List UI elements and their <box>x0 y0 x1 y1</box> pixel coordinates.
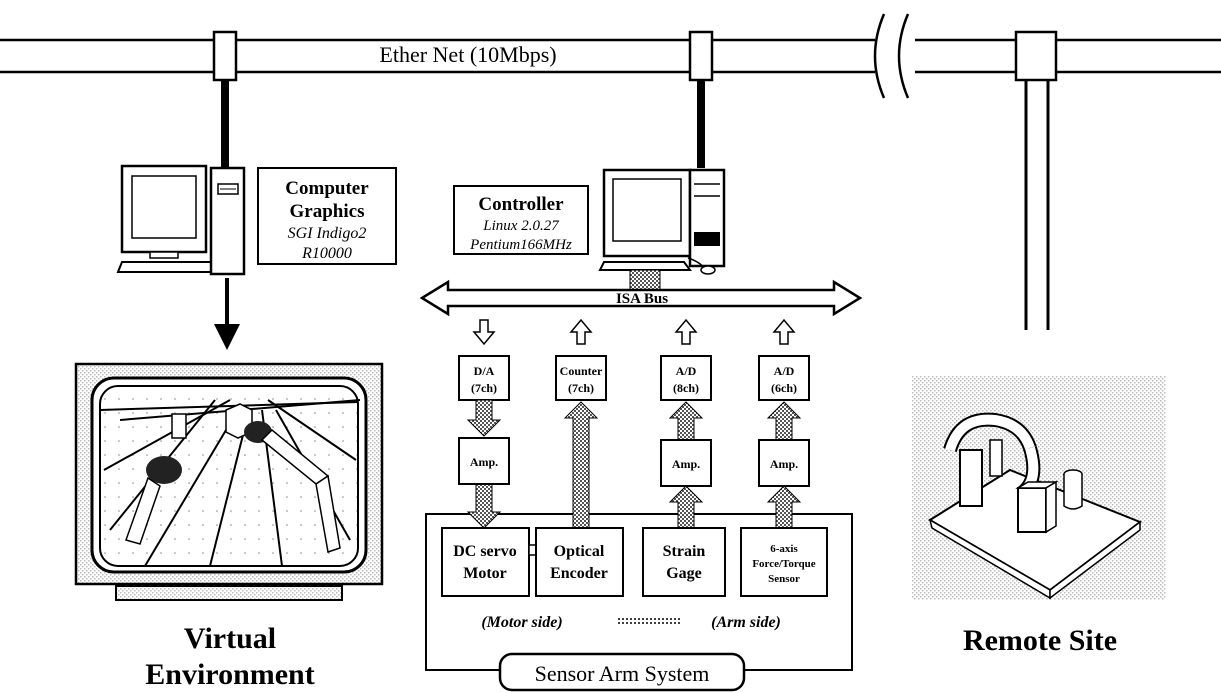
amp-motor-label: Amp. <box>470 455 498 469</box>
isa-bus-label: ISA Bus <box>616 291 668 307</box>
board-da-line2: (7ch) <box>471 381 497 395</box>
virtual-environment-monitor <box>74 362 384 601</box>
device-encoder-line2: Encoder <box>550 565 608 582</box>
arrow-ad6-to-bus <box>772 318 796 345</box>
graphics-title-2: Graphics <box>290 201 365 222</box>
board-ad8-line2: (8ch) <box>673 381 699 395</box>
board-counter-line1: Counter <box>560 364 603 378</box>
arrow-gage-to-amp <box>668 485 704 529</box>
device-force-torque-sensor <box>740 527 828 597</box>
ethernet-cable <box>0 13 1221 99</box>
ethernet-tap-controller <box>688 30 714 82</box>
graphics-spec-1: SGI Indigo2 <box>288 225 367 242</box>
board-da <box>458 355 510 401</box>
motor-encoder-coupling <box>528 544 537 556</box>
remote-site-robot-picture <box>912 376 1166 600</box>
board-ad6-line1: A/D <box>774 364 795 378</box>
arrow-ad8-to-bus <box>674 318 698 345</box>
arrow-bus-to-da <box>472 319 496 346</box>
device-gage-line1: Strain <box>663 543 706 560</box>
board-counter-line2: (7ch) <box>568 381 594 395</box>
controller-pc-icon <box>598 168 726 275</box>
device-strain-gage <box>642 527 726 597</box>
arrow-sensor-to-amp <box>766 485 802 529</box>
sensor-arm-system-label: Sensor Arm System <box>535 661 710 686</box>
arrow-amp-to-motor <box>466 483 502 529</box>
board-ad6 <box>758 355 810 401</box>
sgi-workstation-icon <box>116 164 246 276</box>
amp-motor <box>458 437 510 485</box>
graphics-title-1: Computer <box>285 178 369 199</box>
arrow-amp-to-ad8 <box>668 401 704 441</box>
graphics-info-box <box>257 167 397 265</box>
amp-sensor <box>758 439 810 487</box>
down-arrow-icon <box>214 278 240 350</box>
device-optical-encoder <box>535 527 624 597</box>
drop-cable-controller <box>697 80 705 168</box>
drop-cable-graphics <box>221 80 229 168</box>
arrow-counter-to-bus <box>569 318 593 345</box>
board-ad6-line2: (6ch) <box>771 381 797 395</box>
virtual-caption-1: Virtual <box>184 622 276 655</box>
sensor-arm-system-tag <box>498 652 746 692</box>
arm-side-label: (Arm side) <box>711 614 781 631</box>
device-sensor-line2: Force/Torque <box>752 558 815 570</box>
device-sensor-line1: 6-axis <box>770 543 798 555</box>
board-counter <box>555 355 607 401</box>
arrow-da-to-amp <box>466 399 502 437</box>
ethernet-label: Ether Net (10Mbps) <box>379 42 556 67</box>
board-da-line1: D/A <box>474 364 495 378</box>
device-encoder-line1: Optical <box>554 543 605 560</box>
device-gage-line2: Gage <box>666 565 702 582</box>
motor-side-label: (Motor side) <box>481 614 562 631</box>
device-dc-servo <box>441 527 530 597</box>
controller-spec-1: Linux 2.0.27 <box>482 218 560 234</box>
device-sensor-line3: Sensor <box>768 573 800 585</box>
ethernet-tap-graphics <box>212 30 238 82</box>
isa-bus-arrow <box>419 279 863 317</box>
amp-gage-label: Amp. <box>672 457 700 471</box>
controller-title: Controller <box>478 194 564 215</box>
graphics-spec-2: R10000 <box>301 245 352 262</box>
arrow-amp-to-ad6 <box>766 401 802 441</box>
remote-site-caption: Remote Site <box>963 624 1117 657</box>
controller-spec-2: Pentium166MHz <box>469 237 572 253</box>
device-dc-servo-line2: Motor <box>463 565 507 582</box>
virtual-caption-2: Environment <box>145 658 314 691</box>
ethernet-tap-remote <box>1014 30 1058 82</box>
arrow-encoder-to-counter <box>563 401 599 529</box>
amp-sensor-label: Amp. <box>770 457 798 471</box>
device-dc-servo-line1: DC servo <box>453 543 517 560</box>
amp-gage <box>660 439 712 487</box>
board-ad8-line1: A/D <box>676 364 697 378</box>
board-ad8 <box>660 355 712 401</box>
controller-info-box <box>453 185 589 255</box>
